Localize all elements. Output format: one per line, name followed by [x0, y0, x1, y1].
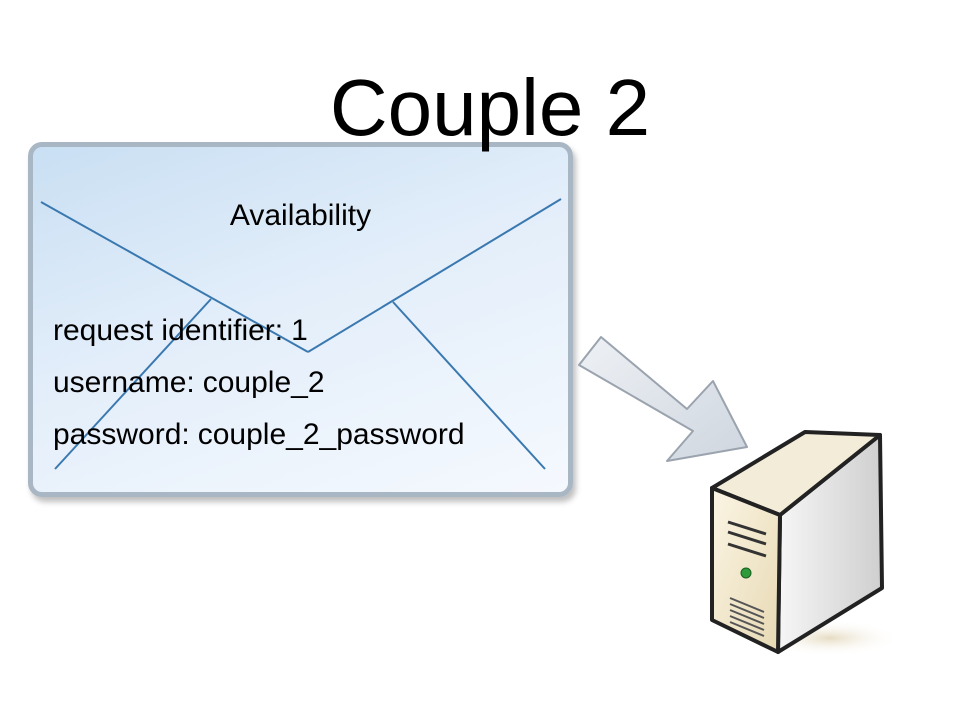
field-request-identifier: request identifier:1: [53, 305, 465, 357]
server-tower-icon: [710, 430, 900, 656]
envelope-flap-left: [40, 201, 309, 353]
vent-line: [729, 603, 765, 619]
field-value: couple_2: [202, 366, 325, 399]
power-led: [740, 567, 752, 579]
drive-slot: [727, 542, 767, 558]
slide-title: Couple 2: [329, 63, 651, 152]
field-label: password:: [53, 418, 190, 451]
field-value: 1: [291, 314, 308, 347]
message-title: Availability: [229, 199, 372, 232]
arrow-right-down-icon: [578, 336, 748, 462]
drive-slot: [727, 530, 767, 546]
field-password: password:couple_2_password: [53, 409, 465, 461]
drive-slot: [727, 520, 767, 536]
field-value: couple_2_password: [197, 418, 465, 451]
message-envelope: Availability request identifier:1 userna…: [28, 142, 573, 497]
envelope-flap-right: [307, 198, 562, 353]
vent-line: [729, 615, 765, 631]
message-fields: request identifier:1 username:couple_2 p…: [53, 305, 465, 461]
envelope-fold-left: [54, 298, 212, 470]
field-username: username:couple_2: [53, 357, 465, 409]
vent-line: [729, 609, 765, 625]
arrow-body: [578, 336, 748, 462]
vent-line: [729, 597, 765, 613]
field-label: request identifier:: [53, 314, 284, 347]
field-label: username:: [53, 366, 195, 399]
vent-line: [729, 621, 765, 637]
envelope-fold-right: [392, 301, 546, 470]
envelope-icon: [40, 198, 562, 470]
